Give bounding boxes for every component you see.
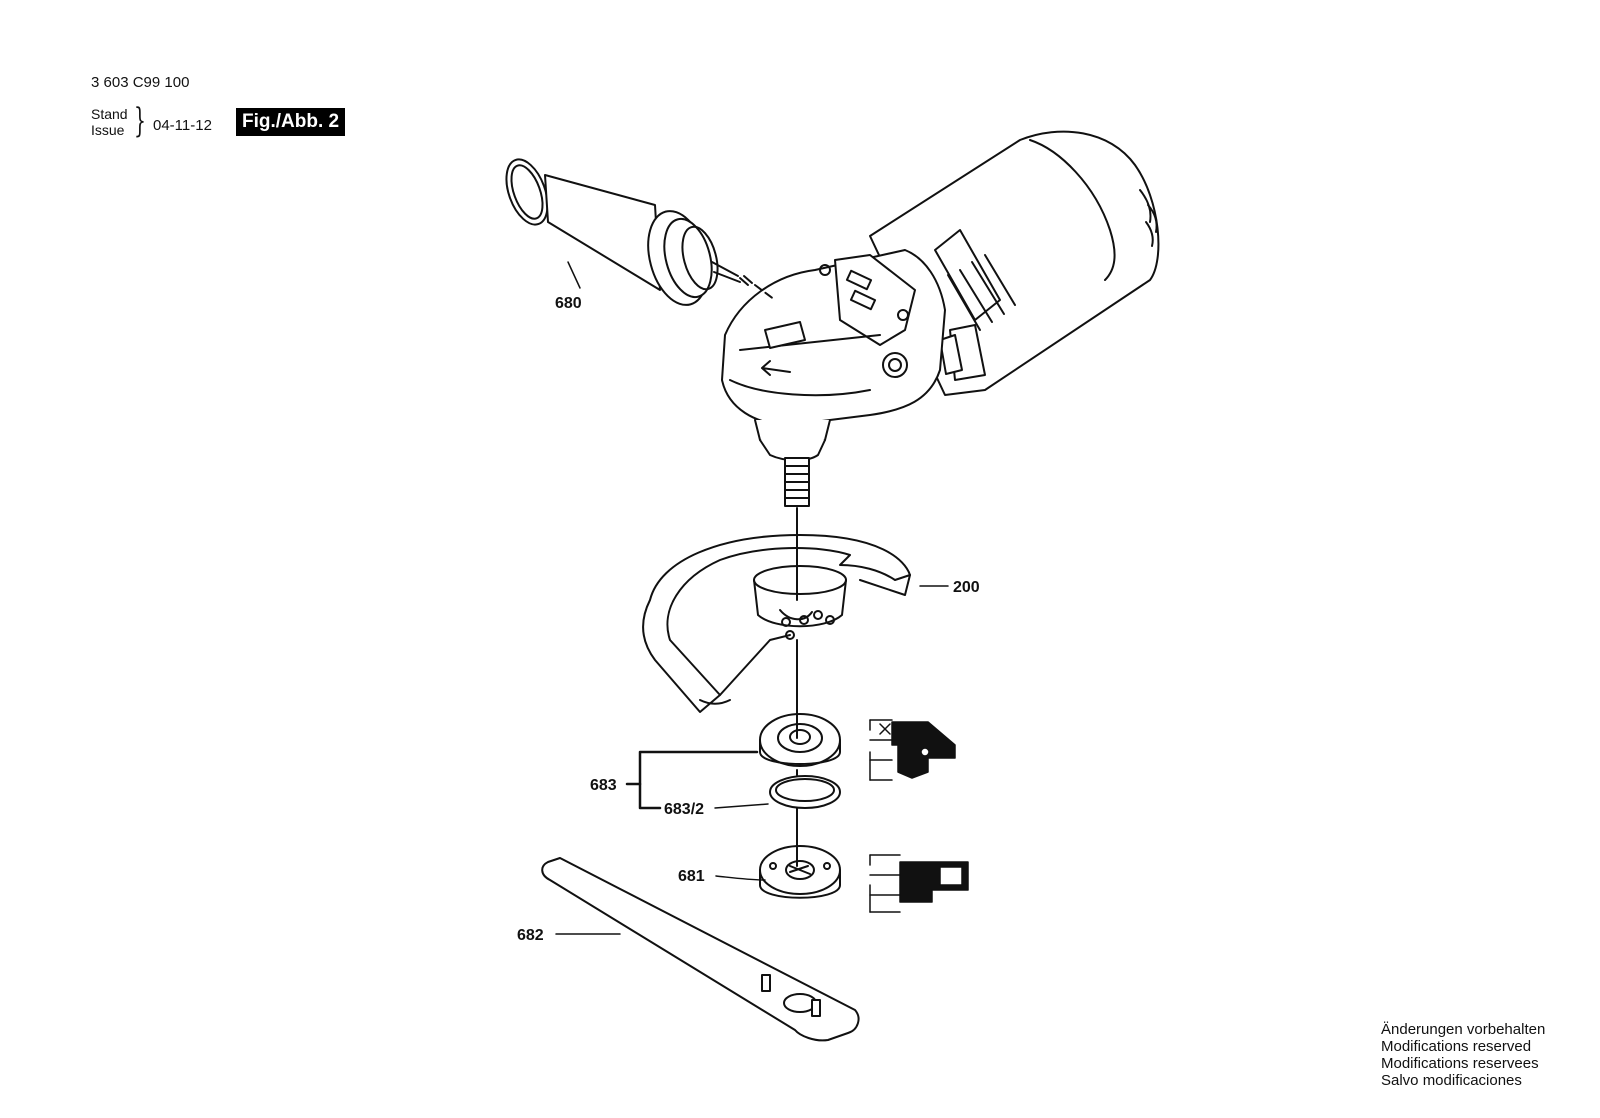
o-ring-illustration xyxy=(769,775,841,809)
brace-symbol: } xyxy=(134,101,146,141)
note-es: Salvo modificaciones xyxy=(1381,1072,1522,1089)
protection-guard-illustration xyxy=(642,534,911,713)
mounting-flange-illustration xyxy=(759,713,841,767)
two-pin-spanner-illustration xyxy=(541,857,860,1042)
note-en: Modifications reserved xyxy=(1381,1038,1532,1055)
note-fr: Modifications reservees xyxy=(1381,1055,1539,1072)
stand-label: Stand xyxy=(91,106,128,122)
part-labels: 680 200 683 683/2 681 682 xyxy=(517,261,980,944)
flange-section-symbol xyxy=(869,719,956,781)
label-683: 683 xyxy=(590,777,617,794)
nut-section-symbol xyxy=(869,854,969,913)
label-682: 682 xyxy=(517,927,544,944)
auxiliary-handle-illustration xyxy=(505,158,776,306)
figure-label: Fig./Abb. 2 xyxy=(236,108,346,136)
part-number: 3 603 C99 100 xyxy=(91,74,190,91)
label-680: 680 xyxy=(555,295,582,312)
issue-date: 04-11-12 xyxy=(153,117,212,134)
label-683-2: 683/2 xyxy=(664,801,704,818)
stand-issue-label: Stand Issue xyxy=(91,106,128,138)
issue-label: Issue xyxy=(91,122,125,138)
clamping-nut-illustration xyxy=(759,845,841,899)
label-681: 681 xyxy=(678,868,705,885)
angle-grinder-illustration xyxy=(721,130,1160,507)
modifications-notice: Änderungen vorbehalten Modifications res… xyxy=(1381,1021,1545,1089)
label-200: 200 xyxy=(953,579,980,596)
note-de: Änderungen vorbehalten xyxy=(1381,1021,1546,1038)
